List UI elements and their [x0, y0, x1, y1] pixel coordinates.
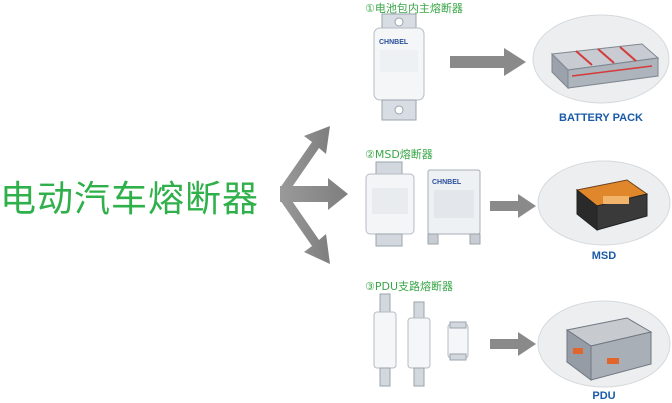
- msd-fuses-image: CHNBEL: [362, 162, 484, 252]
- main-title: 电动汽车熔断器: [0, 170, 259, 222]
- section-label-msd: ②MSD熔断器: [365, 146, 433, 162]
- main-fuse-image: CHNBEL: [368, 14, 432, 124]
- section-label-pdu: ③PDU支路熔断器: [365, 278, 453, 294]
- brand-label-2: CHNBEL: [432, 179, 462, 186]
- arrow-down-icon: [280, 198, 330, 264]
- pdu-fuses-image: [370, 294, 476, 392]
- brand-label: CHNBEL: [379, 39, 409, 46]
- msd-image: [537, 160, 671, 246]
- branch-arrows: [278, 118, 350, 278]
- arrow-up-icon: [280, 126, 330, 190]
- arrow-to-pdu-icon: [490, 330, 536, 358]
- battery-pack-image: [532, 14, 670, 104]
- pdu-image: [537, 300, 671, 388]
- product-label-battery-pack: BATTERY PACK: [532, 112, 670, 124]
- product-label-pdu: PDU: [537, 390, 671, 402]
- product-label-msd: MSD: [537, 250, 671, 262]
- arrow-to-msd-icon: [490, 192, 536, 220]
- arrow-to-battery-icon: [450, 46, 526, 78]
